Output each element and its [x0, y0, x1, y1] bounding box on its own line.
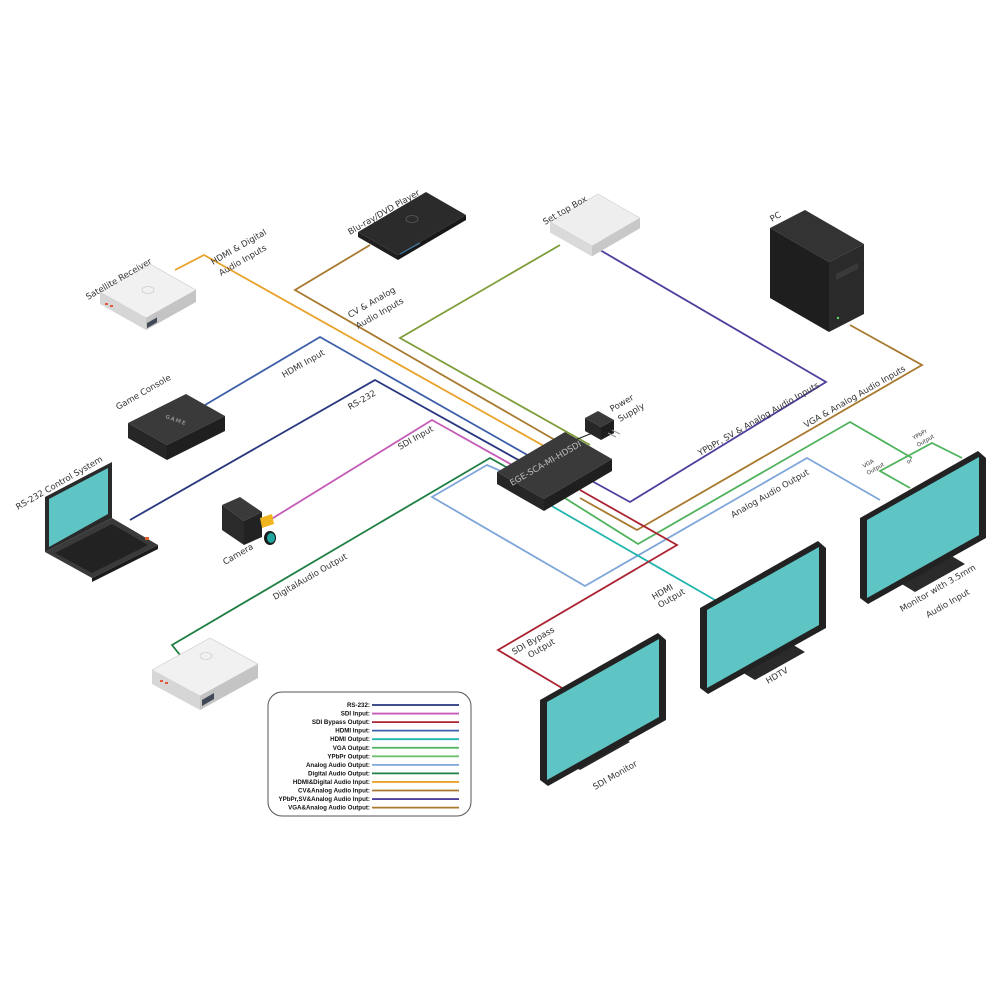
legend-item: SDI Input:: [341, 711, 459, 718]
power-supply: Power Supply: [574, 393, 647, 441]
label-or: or: [906, 457, 915, 465]
rs232-laptop: RS-232 Control System: [15, 455, 158, 582]
legend: RS-232: SDI Input:SDI Bypass Output: HDMI …: [267, 691, 472, 817]
cable-hdmi-output: [549, 504, 716, 601]
cables: [129, 244, 963, 689]
legend-item: HDMI Input:: [335, 728, 459, 735]
legend-item: YPbPr,SV&Analog Audio Input:: [278, 796, 459, 803]
legend-item: RS-232:: [347, 702, 459, 709]
label-vga-analog: VGA & Analog Audio Inputs: [803, 364, 909, 431]
bluray-player: Blu-ray/DVD Player: [347, 188, 466, 260]
cable-rs232: [129, 378, 541, 521]
audio-monitor: Monitor with 3.5mm Audio Input: [860, 451, 986, 621]
cable-sdi-input: [264, 418, 531, 524]
cable-vga-output-branch: [878, 441, 963, 489]
label-vga-output-line1: VGA: [862, 459, 875, 470]
legend-item: Analog Audio Output:: [306, 762, 459, 769]
cable-ypbpr-sv-input: [589, 249, 828, 504]
legend-item: HDMI&Digital Audio Input:: [293, 779, 459, 786]
legend-label: HDMI Output:: [330, 736, 370, 743]
cable-vga-output: [559, 420, 913, 546]
cable-analog-audio-output: [430, 456, 881, 588]
sdi-monitor: SDI Monitor: [540, 633, 666, 793]
legend-item: YPbPr Output:: [327, 753, 459, 760]
legend-label: HDMI Input:: [335, 728, 370, 735]
legend-item: VGA&Analog Audio Output:: [288, 805, 459, 812]
legend-item: VGA Output:: [333, 745, 459, 752]
legend-item: Digital Audio Output:: [308, 770, 459, 777]
legend-label: RS-232:: [347, 702, 370, 709]
cable-digital-audio-output: [170, 456, 516, 656]
cable-hdmi-input: [204, 335, 546, 466]
cable-settop-input: [398, 244, 591, 446]
cable-hdmi-digital-input: [174, 253, 561, 456]
label-digital-audio-output: DigitalAudio Output: [272, 552, 350, 603]
legend-label: YPbPr,SV&Analog Audio Input:: [278, 796, 370, 803]
label-rs232: RS-232: [347, 389, 378, 413]
sdi-monitor-label: SDI Monitor: [592, 759, 640, 793]
converter-box: EGE-SCA-MI-HDSDI: [497, 432, 612, 511]
audio-receiver: [151, 637, 259, 710]
camera-label: Camera: [222, 542, 256, 567]
legend-label: VGA&Analog Audio Output:: [288, 805, 370, 812]
pc-tower: PC: [769, 210, 864, 332]
legend-label: SDI Bypass Output:: [312, 719, 370, 726]
camera: Camera: [222, 497, 276, 568]
cable-vga-analog-input: [579, 324, 924, 532]
legend-label: SDI Input:: [341, 711, 370, 718]
legend-item: HDMI Output:: [330, 736, 459, 743]
label-analog-audio-output: Analog Audio Output: [730, 467, 812, 520]
label-ypbpr-sv: YPbPr, SV & Analog Audio Inputs: [696, 381, 822, 460]
legend-item: SDI Bypass Output:: [312, 719, 459, 726]
hdtv: HDTV: [700, 541, 826, 694]
legend-label: Digital Audio Output:: [308, 770, 370, 777]
cable-cv-analog-input: [293, 244, 556, 441]
label-hdmi-input: HDMI Input: [281, 348, 328, 381]
legend-label: Analog Audio Output:: [306, 762, 370, 769]
pc-label: PC: [769, 210, 784, 224]
legend-label: YPbPr Output:: [327, 753, 370, 760]
legend-label: CV&Analog Audio Input:: [298, 788, 370, 795]
game-console: GAME Game Console: [115, 373, 225, 460]
legend-label: VGA Output:: [333, 745, 370, 752]
legend-label: HDMI&Digital Audio Input:: [293, 779, 370, 786]
legend-item: CV&Analog Audio Input:: [298, 788, 459, 795]
cable-sdi-bypass-output: [496, 489, 679, 689]
